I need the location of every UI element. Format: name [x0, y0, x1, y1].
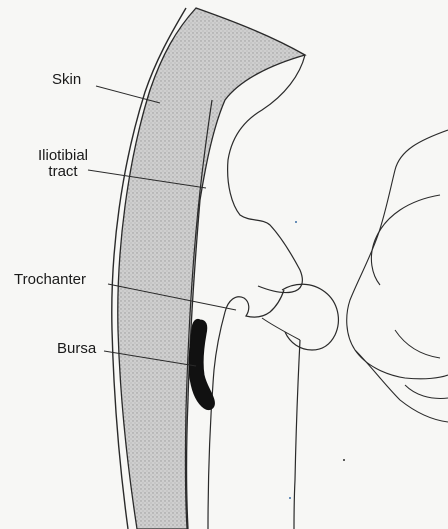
label-trochanter: Trochanter [14, 272, 86, 288]
soft-tissue-layer [118, 8, 305, 529]
femoral-shaft-lateral [208, 312, 225, 529]
pelvis-outline [228, 55, 305, 293]
femoral-head [282, 284, 338, 350]
bursa-shape [189, 319, 214, 409]
greater-trochanter [225, 290, 284, 317]
speck [343, 459, 345, 461]
femoral-shaft-medial [294, 340, 300, 529]
femoral-neck-edge [262, 318, 300, 340]
label-skin: Skin [52, 72, 81, 88]
acetabulum-curve [371, 195, 440, 285]
pelvis-inner-curve [347, 130, 448, 379]
speck [295, 221, 297, 223]
pubic-outline [395, 330, 448, 398]
label-bursa: Bursa [57, 341, 96, 357]
ischium-outline [355, 350, 448, 422]
speck [289, 497, 291, 499]
label-iliotibial-line1: Iliotibial [28, 148, 98, 164]
label-iliotibial-tract: Iliotibial tract [28, 148, 98, 180]
label-iliotibial-line2: tract [28, 164, 98, 180]
